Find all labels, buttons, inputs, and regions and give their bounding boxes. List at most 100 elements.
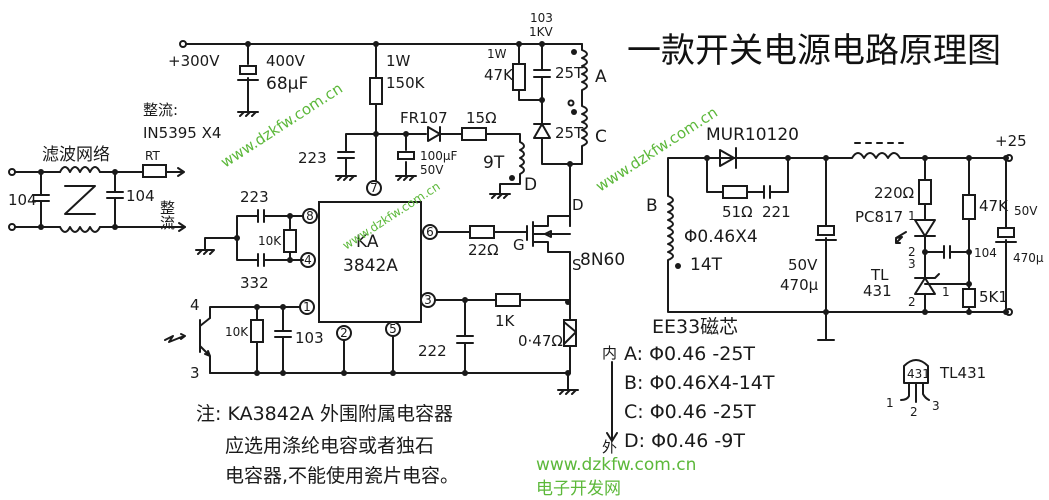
input-cap-left-label: 104 (8, 191, 37, 209)
startup-res-power: 1W (386, 52, 411, 70)
ground-icon (335, 175, 357, 181)
filter-label: 滤波网络 (42, 145, 110, 165)
tl-pin1: 1 (942, 285, 950, 299)
snubber-res-value: 47K (484, 66, 514, 84)
startup-circuit: 1W 150K 223 100μF 50V FR107 15Ω 9T D (298, 41, 537, 199)
led-res-label: 220Ω (874, 184, 914, 202)
winding-spec-b: B: Φ0.46X4-14T (624, 372, 775, 394)
package-pin-2: 2 (910, 405, 918, 419)
output-label: +25 (995, 132, 1027, 150)
rt-resistor (283, 229, 297, 253)
winding-order-arrow (606, 361, 618, 442)
snubber-capacitor (533, 43, 551, 125)
note-line-3: 电容器,不能使用瓷片电容。 (225, 465, 459, 487)
output-cap-2 (997, 227, 1015, 238)
thermistor-rt (142, 164, 167, 178)
output-cap-1 (817, 225, 835, 236)
outer-label: 外 (602, 438, 617, 456)
opto-led (914, 219, 936, 279)
comp-resistor-label: 10K (225, 325, 249, 339)
primary-winding-snubber: 103 1KV 1W 47K 25T A 25T C (484, 11, 607, 227)
winding-a-id: A (595, 67, 607, 87)
secondary-winding-id: B (646, 196, 658, 216)
mosfet-part: 8N60 (580, 250, 625, 270)
divider-top-label: 47K (979, 197, 1009, 215)
comp-capacitor (274, 306, 292, 374)
svg-text:6: 6 (426, 225, 434, 239)
rectifier-part: IN5395 X4 (143, 124, 221, 142)
snubber-cap-voltage: 1KV (529, 25, 554, 39)
aux-cap-voltage: 50V (420, 163, 444, 177)
tl-name-line2: 431 (863, 282, 892, 300)
rt-cap-bottom-label: 332 (240, 274, 269, 292)
out-cap2-value: 470μ (1013, 251, 1044, 265)
winding-spec-d: D: Φ0.46 -9T (624, 430, 745, 452)
mosfet-8n60 (526, 215, 571, 253)
tl431-regulator (914, 273, 940, 313)
watermark-url: www.dzkfw.com.cn (592, 103, 720, 195)
tl-pin3: 3 (908, 257, 916, 271)
note-line-1: 注: KA3842A 外围附属电容器 (196, 403, 453, 425)
aux-electrolytic-cap (397, 151, 415, 160)
mosfet-drain: D (572, 196, 584, 214)
opto-transistor (199, 317, 211, 374)
comp-resistor (250, 319, 264, 343)
watermark-site-name: 电子开发网 (536, 479, 621, 499)
design-note: 注: KA3842A 外围附属电容器 应选用涤纶电容或者独石 电容器,不能使用瓷… (196, 403, 459, 487)
package-marking: 431 (907, 367, 930, 381)
input-filter-section: 滤波网络 104 104 RT 整流 整流: IN5395 X4 (8, 101, 221, 233)
package-label: TL431 (939, 364, 986, 382)
input-cap-right-label: 104 (126, 187, 155, 205)
light-arrow-icon (164, 333, 186, 343)
pwm-controller: KA 3842A 7 8 4 1 2 5 6 3 10K 223 332 (164, 180, 579, 395)
snubber-resistor (512, 63, 526, 91)
aux-res-label: 15Ω (466, 109, 497, 127)
ground-icon (557, 372, 579, 395)
gate-resistor (469, 225, 495, 239)
ground-icon (395, 175, 417, 181)
mosfet-gate: G (513, 236, 525, 254)
input-wires (14, 171, 61, 228)
snubber-res-power: 1W (487, 47, 507, 61)
out-cap1-voltage: 50V (788, 256, 818, 274)
feedback-cap (924, 245, 970, 259)
tl431-package-drawing: 431 TL431 1 2 3 (886, 359, 986, 419)
rt-resistor-label: 10K (258, 234, 282, 248)
secondary-winding-turns: 14T (690, 255, 723, 275)
svg-text:5: 5 (389, 322, 397, 336)
gate-res-label: 22Ω (468, 241, 499, 259)
rectifier-label: 整流: (143, 101, 178, 119)
ic-ka3842a (318, 201, 422, 323)
to92-package (903, 359, 929, 384)
inner-label: 内 (602, 344, 617, 362)
svg-text:1: 1 (303, 300, 311, 314)
sec-snubber-cap-label: 221 (762, 203, 791, 221)
sense-cap-label: 222 (418, 342, 447, 360)
vcc-cap-label: 223 (298, 149, 327, 167)
ic-name-line2: 3842A (343, 256, 398, 276)
diagram-title: 一款开关电源电路原理图 (627, 31, 1001, 71)
aux-winding-d (485, 133, 525, 195)
sense-filter-resistor (495, 293, 521, 307)
aux-winding-id: D (524, 175, 537, 195)
svg-text:3: 3 (424, 293, 432, 307)
led-resistor (918, 179, 932, 205)
divider-top-resistor (962, 194, 976, 220)
hv-rail-label: +300V (168, 52, 220, 70)
tl-pin2: 2 (908, 295, 916, 309)
winding-a-turns: 25T (555, 64, 584, 82)
svg-text:4: 4 (304, 253, 312, 267)
winding-spec-c: C: Φ0.46 -25T (624, 401, 756, 423)
sec-snubber-res-label: 51Ω (722, 203, 753, 221)
input-cap-left (32, 171, 50, 228)
primary-windings-ac (569, 43, 588, 165)
watermark-url: www.dzkfw.com.cn (536, 455, 696, 475)
note-line-2: 应选用涤纶电容或者独石 (225, 435, 434, 457)
opto-emission-icon (895, 231, 907, 244)
bulk-cap-value: 68μF (266, 74, 308, 94)
secondary-winding-wire: Φ0.46X4 (684, 227, 758, 247)
sec-snubber-resistor (722, 185, 748, 199)
package-pin-3: 3 (932, 399, 940, 413)
common-mode-choke (59, 166, 101, 233)
